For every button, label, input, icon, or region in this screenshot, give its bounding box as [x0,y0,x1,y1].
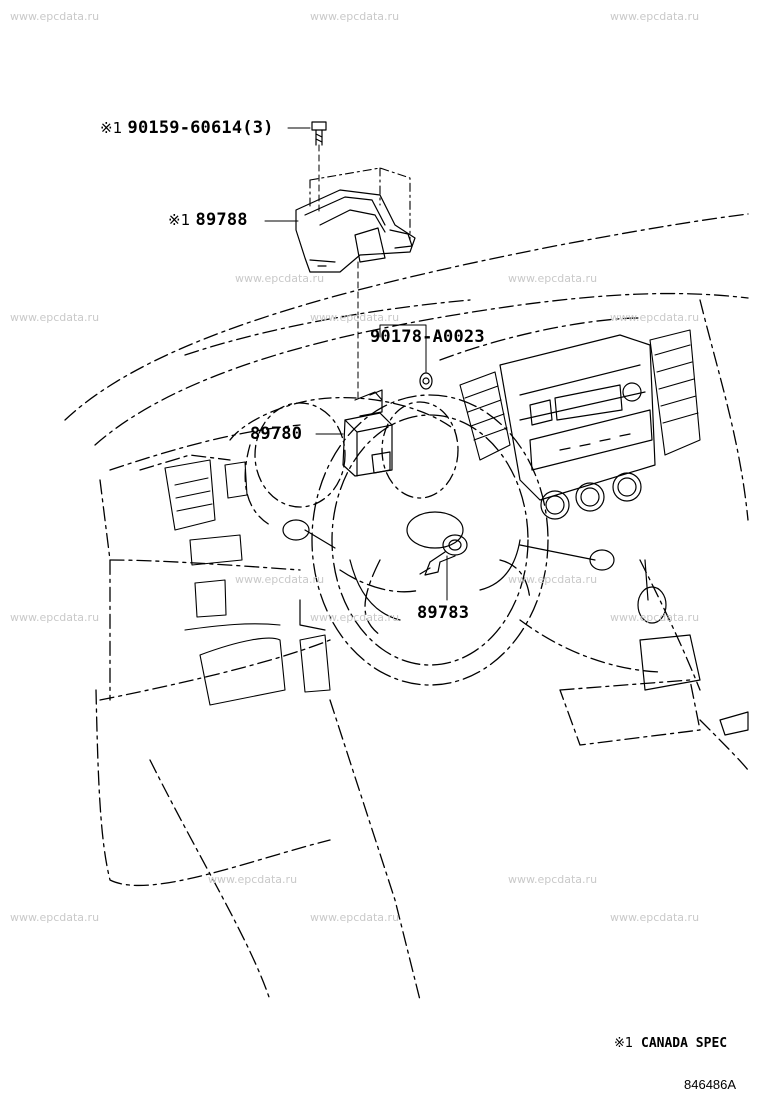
part-number: 90178-A0023 [370,327,485,347]
canada-spec-mark: ※1 [168,211,191,229]
canada-spec-mark: ※1 [100,119,123,137]
diagram-code: 846486A [684,1077,737,1092]
watermark: www.epcdata.ru [610,611,700,624]
part-number: 90159-60614(3) [127,118,274,138]
steering-hub [349,511,521,621]
center-stack [499,334,656,520]
watermark: www.epcdata.ru [310,311,400,324]
watermark: www.epcdata.ru [610,911,700,924]
shift-lever [637,559,749,736]
assembly-lines [318,144,359,399]
bolt-part [311,121,327,146]
center-console-lower [519,299,749,771]
part-label-clip: 90178-A0023 [370,327,485,347]
watermark: www.epcdata.ru [10,311,100,324]
instrument-cluster [229,396,459,526]
part-number: 89783 [417,603,470,623]
ecu-part [342,389,393,477]
footnote-mark: ※1 [614,1036,634,1051]
watermark: www.epcdata.ru [508,873,598,886]
part-number: 89788 [195,210,248,230]
left-dash-body [95,454,421,1001]
dash-outline [64,213,749,471]
footnote: ※1 CANADA SPEC [614,1036,727,1051]
watermark: www.epcdata.ru [235,272,325,285]
footnote-text: CANADA SPEC [641,1036,728,1051]
part-number: 89780 [250,424,303,444]
watermark: www.epcdata.ru [310,911,400,924]
leader-lines [264,127,448,601]
steering-wheel [311,394,549,686]
watermark: www.epcdata.ru [208,873,298,886]
part-label-immobilizer-coil: 89783 [417,603,469,623]
watermark: www.epcdata.ru [310,10,400,23]
watermark: www.epcdata.ru [10,10,100,23]
watermark: www.epcdata.ru [610,10,700,23]
watermark: www.epcdata.ru [610,311,700,324]
clip-part [419,372,433,390]
watermark: www.epcdata.ru [235,573,325,586]
immobilizer-coil-part [419,534,468,576]
watermark: www.epcdata.ru [10,611,100,624]
stalks [282,519,615,631]
center-vents [459,329,701,461]
bracket-mount-box [309,167,411,241]
watermark: www.epcdata.ru [508,272,598,285]
watermark: www.epcdata.ru [10,911,100,924]
part-label-ecu: 89780 [250,424,302,444]
watermark: www.epcdata.ru [508,573,598,586]
watermark: www.epcdata.ru [310,611,400,624]
bracket-part [295,189,416,273]
